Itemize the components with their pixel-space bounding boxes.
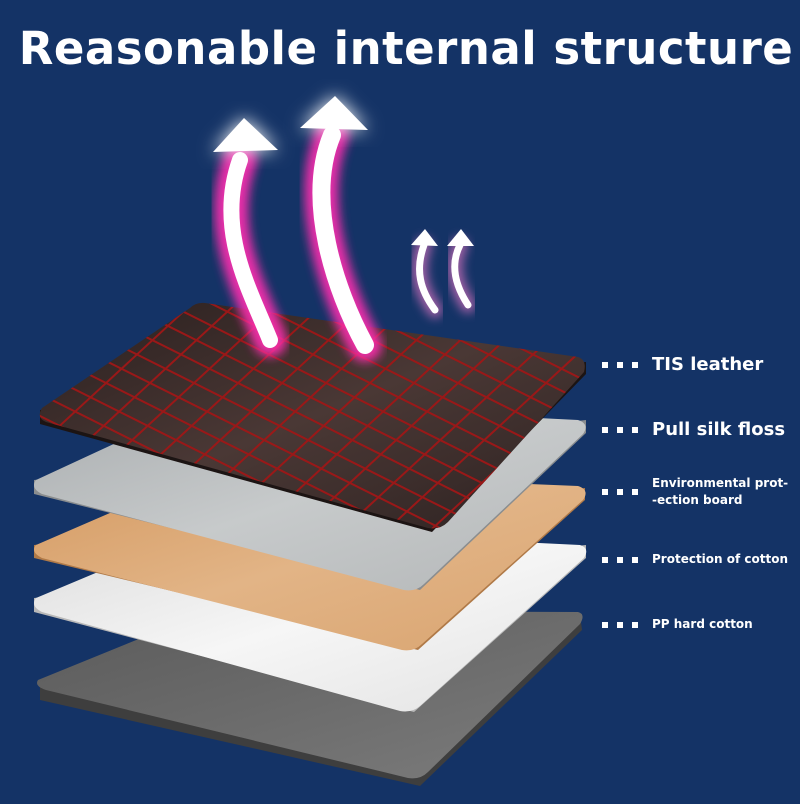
layer-label: TIS leather [652, 354, 764, 375]
page-title: Reasonable internal structure [18, 22, 794, 75]
stitch-line [39, 302, 241, 529]
bullet-dots [602, 621, 638, 628]
layer-label: PP hard cotton [652, 617, 753, 631]
layer-label: Protection of cotton [652, 552, 789, 566]
heat-arrow-small-right [446, 229, 476, 313]
stitch-line [0, 300, 20, 540]
layer-label: Pull silk floss [652, 419, 786, 440]
heat-arrow-large-left [213, 118, 287, 357]
heat-arrow-small-left [411, 229, 443, 318]
bullet-dots [602, 489, 638, 495]
stitch-line [39, 302, 197, 529]
stitch-line [0, 300, 24, 540]
label-environmental-protection-board: Environmental prot- -ection board [602, 475, 788, 509]
bullet-dots [602, 426, 638, 433]
label-tis-leather: TIS leather [602, 354, 763, 375]
stitch-line [375, 302, 585, 529]
bullet-dots [602, 361, 638, 368]
bullet-dots [602, 556, 638, 563]
label-pp-hard-cotton: PP hard cotton [602, 616, 753, 633]
stitch-line [39, 302, 421, 529]
heat-arrows [213, 96, 476, 362]
heat-arrow-large-right [300, 96, 382, 362]
layer-label: Environmental prot- -ection board [652, 476, 789, 507]
label-pull-silk-floss: Pull silk floss [602, 419, 785, 440]
label-protection-of-cotton: Protection of cotton [602, 551, 788, 568]
